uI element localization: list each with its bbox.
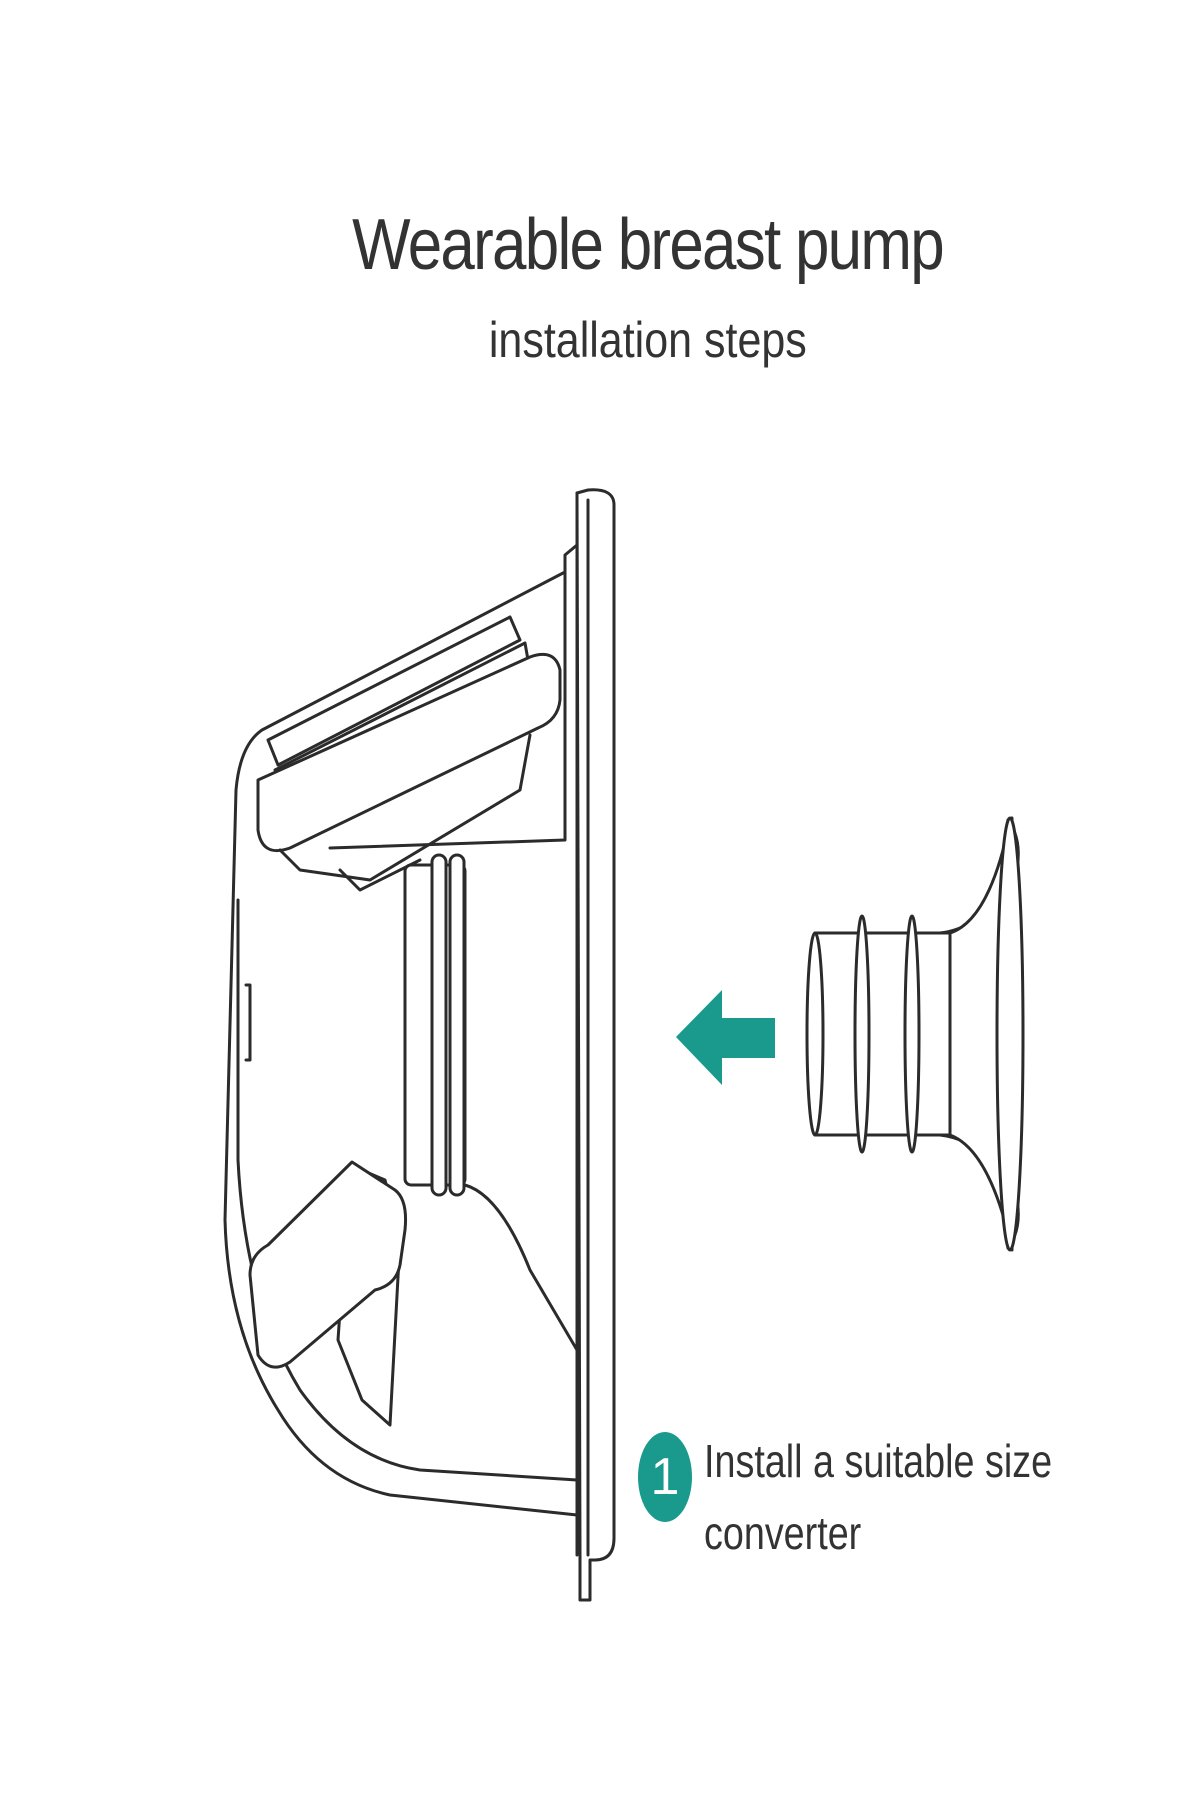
- step-number-badge: 1: [638, 1432, 692, 1522]
- page-subtitle-text: installation steps: [488, 312, 807, 368]
- pump-back-plate: [575, 488, 616, 1602]
- pump-top-module: [256, 615, 562, 892]
- page-subtitle: installation steps: [0, 310, 1200, 370]
- pump-valve-flap: [248, 1160, 579, 1427]
- step-instruction-line-2: converter: [704, 1507, 862, 1559]
- page-title-text: Wearable breast pump: [352, 205, 945, 285]
- page-title: Wearable breast pump: [0, 205, 1200, 285]
- pump-connector-tube: [403, 853, 467, 1197]
- arrow-left-icon: [676, 990, 775, 1085]
- step-instruction: Install a suitable size converter: [704, 1425, 1053, 1569]
- step-instruction-line-1: Install a suitable size: [704, 1435, 1053, 1487]
- flange-converter-part: [805, 816, 1025, 1252]
